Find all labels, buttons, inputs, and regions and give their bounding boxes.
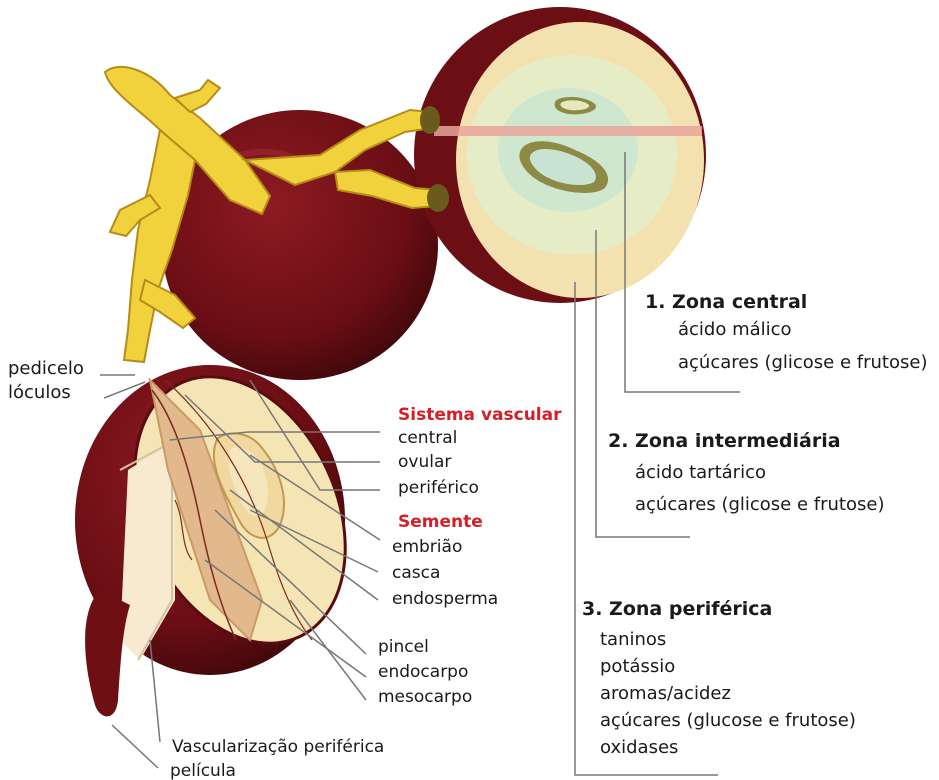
zone2-item-2: açúcares (glicose e frutose) bbox=[635, 494, 884, 515]
label-vascularizacao: Vascularização periférica bbox=[172, 737, 384, 757]
zone3-item-3: aromas/acidez bbox=[600, 683, 731, 704]
lower-label-pincel: pincel bbox=[378, 637, 429, 657]
zone2-item-1: ácido tartárico bbox=[635, 462, 766, 483]
lower-label-mesocarpo: mesocarpo bbox=[378, 687, 472, 707]
vascular-item-ovular: ovular bbox=[398, 452, 451, 472]
label-pelicula: película bbox=[170, 761, 236, 780]
vascular-title: Sistema vascular bbox=[398, 405, 562, 425]
semente-title: Semente bbox=[398, 512, 483, 532]
vascular-item-periferico: periférico bbox=[398, 478, 479, 498]
zone3-item-4: açúcares (glucose e frutose) bbox=[600, 710, 856, 731]
zone1-title: 1. Zona central bbox=[645, 291, 807, 313]
zone1-item-2: açúcares (glicose e frutose) bbox=[678, 352, 927, 373]
zone3-title: 3. Zona periférica bbox=[582, 598, 772, 620]
stem-joint-mid bbox=[427, 184, 449, 212]
lower-label-endocarpo: endocarpo bbox=[378, 662, 468, 682]
zone2-title: 2. Zona intermediária bbox=[608, 430, 841, 452]
zone3-item-2: potássio bbox=[600, 656, 675, 677]
label-loculos: lóculos bbox=[8, 382, 71, 403]
semente-item-casca: casca bbox=[392, 563, 440, 583]
semente-item-embriao: embrião bbox=[392, 537, 462, 557]
label-pedicelo: pedicelo bbox=[8, 358, 84, 379]
vascular-item-central: central bbox=[398, 428, 457, 448]
zone1-item-1: ácido málico bbox=[678, 319, 792, 340]
stem-joint-top bbox=[420, 106, 440, 134]
semente-item-endosperma: endosperma bbox=[392, 589, 498, 609]
zone3-item-1: taninos bbox=[600, 629, 666, 650]
bottom-left-grape-section bbox=[75, 343, 386, 717]
zone3-item-5: oxidases bbox=[600, 737, 678, 758]
top-right-grape-section bbox=[414, 7, 706, 303]
